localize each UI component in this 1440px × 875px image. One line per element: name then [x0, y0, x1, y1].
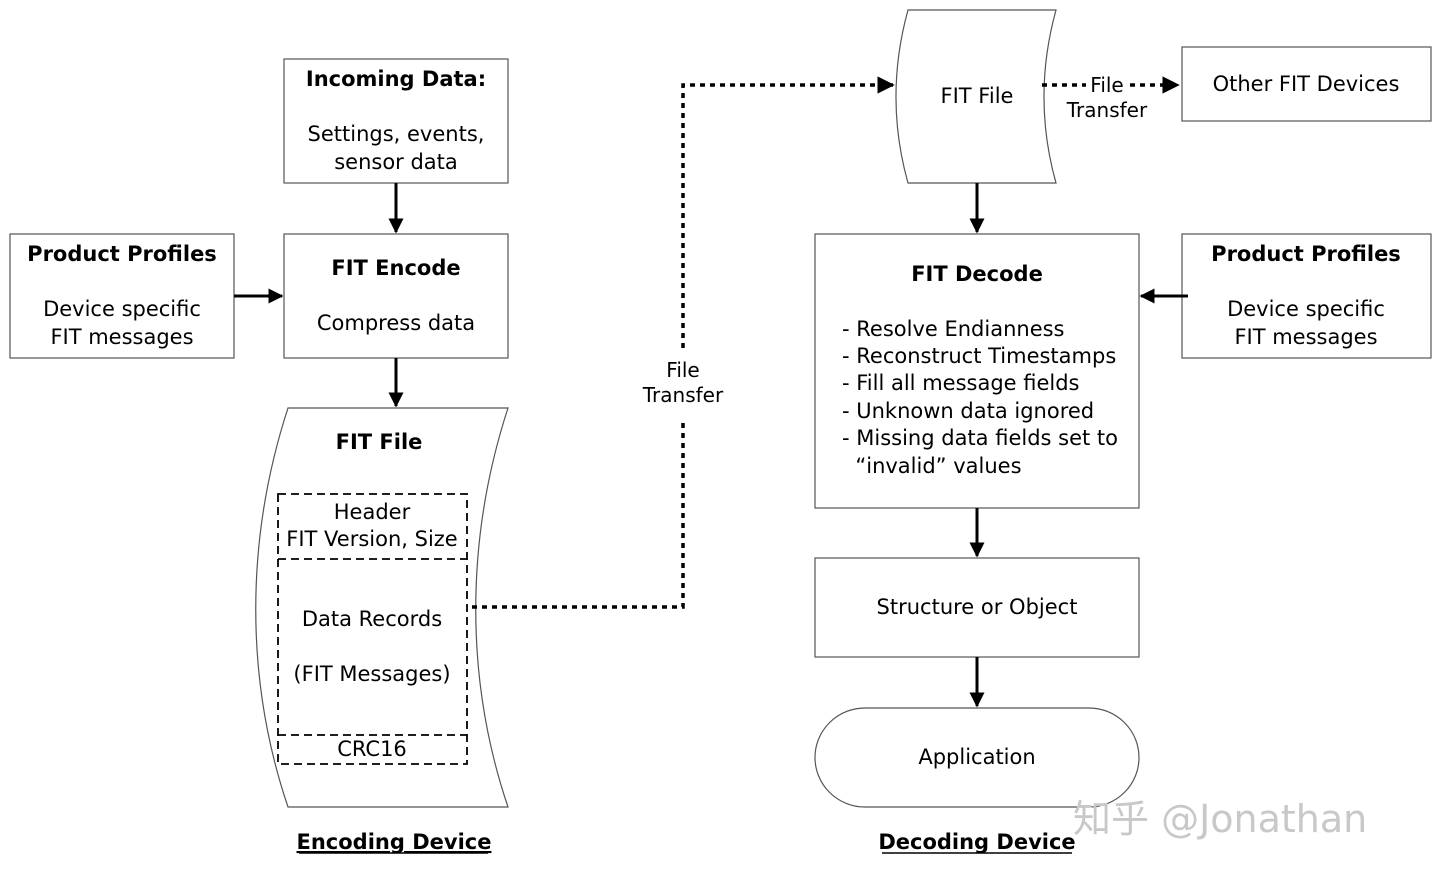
fit-decode-item: - Fill all message fields — [842, 371, 1080, 395]
incoming-data-title: Incoming Data: — [306, 67, 486, 91]
incoming-data-box: Incoming Data: Settings, events, sensor … — [283, 58, 509, 184]
data-records-detail: (FIT Messages) — [293, 662, 450, 686]
fit-file-sections-frame — [277, 493, 468, 765]
fit-decode-box: FIT Decode - Resolve Endianness - Recons… — [814, 233, 1140, 509]
transfer-line-upper — [681, 76, 895, 348]
fit-file-decoding-label: FIT File — [941, 84, 1014, 108]
encoding-device-caption: Encoding Device — [297, 830, 492, 854]
header-label: Header — [334, 500, 411, 524]
incoming-data-line2: sensor data — [334, 150, 458, 174]
fit-encode-body: Compress data — [317, 311, 475, 335]
data-records-label: Data Records — [302, 607, 442, 631]
file-transfer-right-line1: File — [1090, 73, 1123, 97]
file-transfer-right-line2: Transfer — [1066, 98, 1148, 122]
other-fit-devices-label: Other FIT Devices — [1213, 72, 1400, 96]
application-label: Application — [918, 745, 1035, 769]
header-detail: FIT Version, Size — [286, 527, 457, 551]
fit-encode-title: FIT Encode — [331, 256, 460, 280]
transfer-line-lower — [472, 422, 685, 609]
file-transfer-mid-line2: Transfer — [642, 383, 724, 407]
application-terminator: Application — [814, 707, 1140, 808]
watermark-text: 知乎 @Jonathan — [1073, 797, 1367, 841]
product-profiles-left-title: Product Profiles — [27, 242, 217, 266]
fit-decode-item: - Reconstruct Timestamps — [842, 344, 1116, 368]
fit-decode-item: - Resolve Endianness — [842, 317, 1065, 341]
structure-box: Structure or Object — [814, 557, 1140, 658]
product-profiles-left-box: Product Profiles Device specific FIT mes… — [9, 233, 235, 359]
product-profiles-right-line1: Device specific — [1227, 297, 1385, 321]
structure-label: Structure or Object — [877, 595, 1078, 619]
product-profiles-left-line2: FIT messages — [50, 325, 193, 349]
fit-file-decoding-shape: FIT File — [895, 9, 1057, 184]
product-profiles-right-line2: FIT messages — [1234, 325, 1377, 349]
product-profiles-right-box: Product Profiles Device specific FIT mes… — [1181, 233, 1432, 359]
incoming-data-line1: Settings, events, — [308, 122, 485, 146]
fit-decode-title: FIT Decode — [911, 262, 1043, 286]
file-transfer-mid-line1: File — [666, 358, 699, 382]
other-fit-devices-box: Other FIT Devices — [1181, 46, 1432, 122]
decoding-device-caption: Decoding Device — [878, 830, 1075, 854]
fit-decode-item: - Missing data fields set to — [842, 426, 1118, 450]
fit-encode-box: FIT Encode Compress data — [283, 233, 509, 359]
fit-decode-item: - Unknown data ignored — [842, 399, 1094, 423]
product-profiles-left-line1: Device specific — [43, 297, 201, 321]
fit-decode-item: “invalid” values — [842, 454, 1022, 478]
product-profiles-right-title: Product Profiles — [1211, 242, 1401, 266]
fit-file-encoding-title: FIT File — [336, 430, 423, 454]
fit-file-encoding-shape: FIT File Header FIT Version, Size Data R… — [255, 407, 509, 808]
crc-label: CRC16 — [337, 737, 407, 761]
